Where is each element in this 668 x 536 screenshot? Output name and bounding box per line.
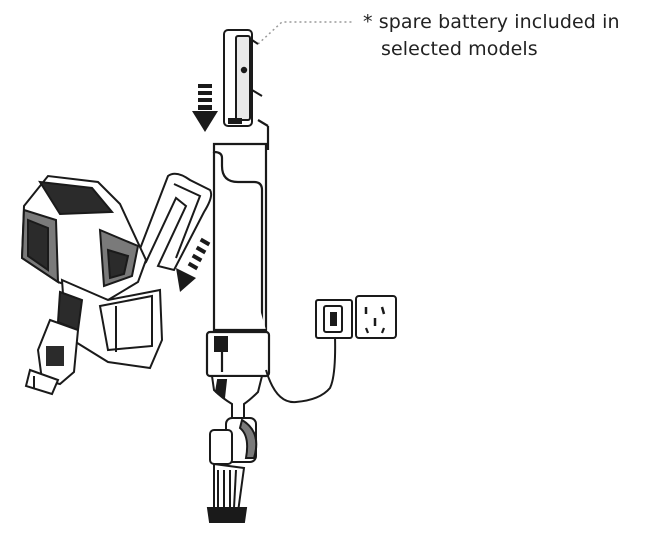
spare-battery-note: * spare battery included in selected mod…: [363, 9, 663, 63]
handheld-vacuum-icon: [20, 172, 213, 396]
floor-nozzle-icon: [206, 375, 264, 523]
charger-plug-icon: [315, 299, 353, 339]
arrow-down-icon: [192, 84, 218, 132]
note-line-1: * spare battery included in: [363, 11, 620, 33]
battery-icon: [223, 29, 263, 127]
arrow-down-icon: [176, 237, 211, 292]
charger-cable: [265, 335, 337, 404]
wall-mount-bracket-icon: [205, 119, 271, 378]
leader-line: [257, 21, 352, 45]
wall-socket-icon: [355, 295, 397, 339]
note-line-2: selected models: [381, 38, 538, 60]
